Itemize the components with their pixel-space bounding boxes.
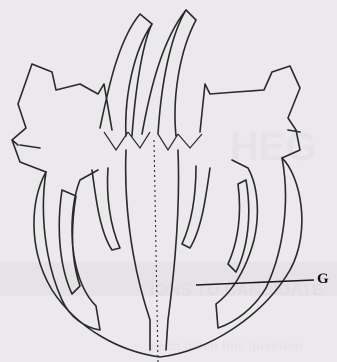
semilunar-valve-right bbox=[158, 134, 202, 150]
right-papillary bbox=[228, 180, 249, 272]
semilunar-valve-left bbox=[104, 132, 150, 150]
svg-text:been given this question: been given this question bbox=[150, 338, 302, 353]
inner-arch-right bbox=[158, 10, 186, 134]
svg-text:HEG: HEG bbox=[230, 125, 317, 169]
septum-left-wall bbox=[126, 150, 150, 350]
left-vessels bbox=[12, 64, 112, 172]
left-inner-flap bbox=[92, 168, 120, 250]
right-chamber bbox=[216, 158, 285, 328]
right-inner-flap bbox=[182, 166, 210, 248]
label-g: G bbox=[317, 271, 329, 288]
septum-midline bbox=[154, 140, 158, 362]
aorta-arch bbox=[100, 14, 152, 136]
septum-right-wall bbox=[166, 150, 179, 350]
